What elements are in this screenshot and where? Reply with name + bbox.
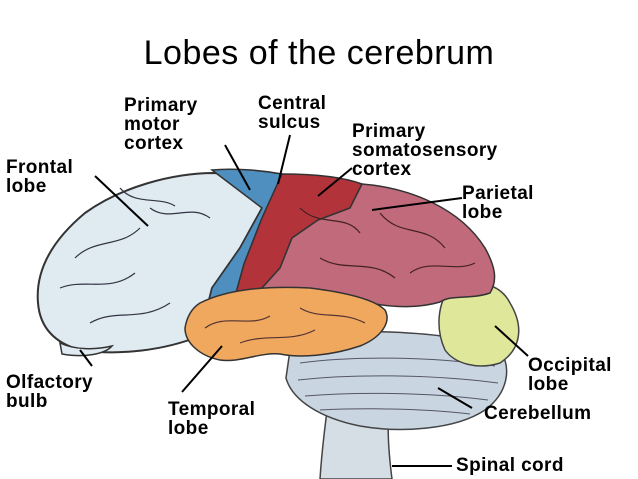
label-frontal-lobe: Frontal lobe: [6, 157, 74, 197]
label-parietal-lobe: Parietal lobe: [462, 183, 534, 223]
label-olfactory-bulb: Olfactory bulb: [6, 372, 94, 412]
label-primary-motor-cortex: Primary motor cortex: [124, 95, 198, 154]
brain-illustration: [36, 134, 529, 479]
brain-diagram: Primary motor cortex Central sulcus Prim…: [0, 88, 638, 479]
olfactory-bulb: [59, 341, 115, 357]
label-spinal-cord: Spinal cord: [456, 455, 564, 476]
temporal-lobe: [184, 286, 388, 362]
label-temporal-lobe: Temporal lobe: [168, 399, 256, 439]
label-central-sulcus: Central sulcus: [258, 93, 327, 133]
page-title: Lobes of the cerebrum: [143, 34, 495, 72]
label-primary-somatosensory-cortex: Primary somatosensory cortex: [352, 121, 498, 180]
label-occipital-lobe: Occipital lobe: [528, 355, 612, 395]
label-cerebellum: Cerebellum: [484, 403, 592, 424]
occipital-lobe: [438, 282, 520, 367]
